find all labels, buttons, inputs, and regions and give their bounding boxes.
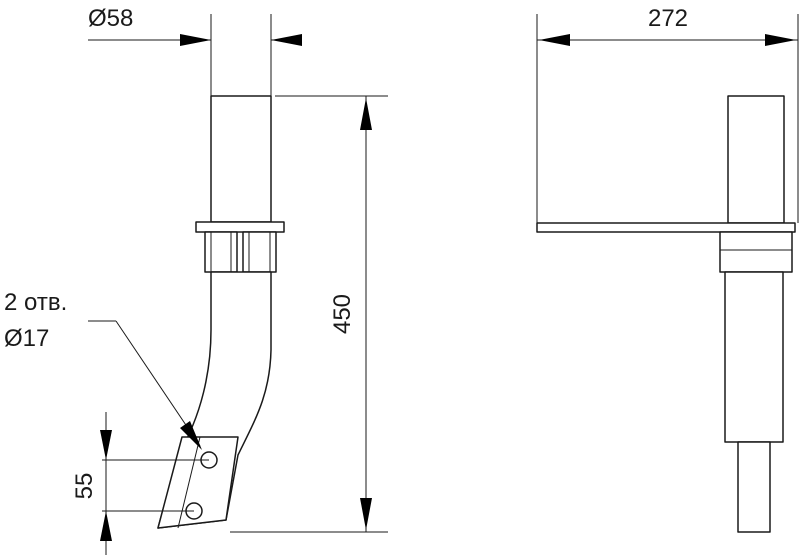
- arrow-diameter-right: [271, 34, 302, 46]
- holes-count-label: 2 отв.: [4, 289, 67, 316]
- side-nut-right: [242, 231, 277, 273]
- arrow-width-left: [539, 34, 570, 46]
- arrow-height-top: [360, 98, 372, 130]
- dimension-overall-height: 450: [230, 95, 388, 533]
- hole-spacing-label: 55: [71, 473, 98, 500]
- arrow-spacing-bottom: [100, 511, 112, 541]
- arrow-width-right: [765, 34, 796, 46]
- side-flange-plate: [195, 221, 285, 233]
- dimension-hole-spacing: 55: [71, 412, 209, 555]
- shank-diameter-label: Ø58: [88, 5, 133, 32]
- overall-height-label: 450: [329, 294, 356, 334]
- front-nut: [719, 231, 793, 273]
- front-leg-lower: [737, 441, 771, 533]
- front-view: [536, 95, 796, 533]
- holes-diameter-label: Ø17: [4, 325, 49, 352]
- arrow-diameter-left: [180, 34, 211, 46]
- dimension-shank-diameter: Ø58: [88, 5, 302, 96]
- front-shank-top: [727, 95, 785, 224]
- front-flange-plate: [536, 222, 796, 233]
- arrow-height-bottom: [360, 498, 372, 530]
- side-nut-left: [204, 231, 238, 273]
- front-leg-upper: [724, 271, 784, 443]
- plate-width-label: 272: [648, 5, 688, 32]
- side-shank: [210, 95, 272, 223]
- side-view: [157, 95, 285, 529]
- arrow-spacing-top: [100, 430, 112, 460]
- holes-leader: 2 отв. Ø17: [4, 289, 202, 450]
- dimension-plate-width: 272: [536, 5, 799, 223]
- arrow-holes-leader: [180, 421, 202, 450]
